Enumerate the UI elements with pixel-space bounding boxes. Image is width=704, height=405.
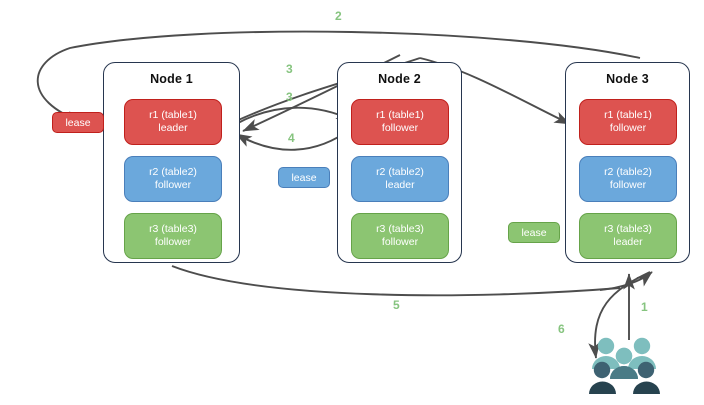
step-label-3a: 3 bbox=[286, 62, 293, 76]
node-3-container[interactable]: Node 3 r1 (table1) follower r2 (table2) … bbox=[565, 62, 690, 263]
node-1-replica-r1[interactable]: r1 (table1) leader bbox=[124, 99, 222, 145]
arrow-step-3-bow bbox=[235, 106, 353, 125]
node-1-replica-r1-line1: r1 (table1) bbox=[149, 109, 197, 121]
lease-table1-chip[interactable]: lease bbox=[52, 112, 104, 133]
node-2-replica-r1-line1: r1 (table1) bbox=[376, 109, 424, 121]
node-1-replica-r2[interactable]: r2 (table2) follower bbox=[124, 156, 222, 202]
node-1-replica-r3-line2: follower bbox=[154, 236, 192, 248]
node-1-replica-r3-line1: r3 (table3) bbox=[149, 223, 197, 235]
node-3-replica-r2-line2: follower bbox=[609, 179, 647, 191]
node-1-container[interactable]: Node 1 r1 (table1) leader r2 (table2) fo… bbox=[103, 62, 240, 263]
node-2-replica-r3-line2: follower bbox=[381, 236, 419, 248]
node-3-replica-r1-line1: r1 (table1) bbox=[604, 109, 652, 121]
node-1-replica-r2-line2: follower bbox=[154, 179, 192, 191]
node-3-replica-r3-line1: r3 (table3) bbox=[604, 223, 652, 235]
node-3-replica-r2[interactable]: r2 (table2) follower bbox=[579, 156, 677, 202]
arrow-step-5-head bbox=[599, 271, 653, 291]
users-icon-svg bbox=[589, 337, 660, 394]
step-label-4: 4 bbox=[288, 131, 295, 145]
arrow-step-5 bbox=[171, 265, 621, 297]
users-icon bbox=[586, 334, 666, 396]
step-label-3b: 3 bbox=[286, 90, 293, 104]
node-3-replica-r1-line2: follower bbox=[609, 122, 647, 134]
node-2-replica-r1-line2: follower bbox=[381, 122, 419, 134]
node-1-replica-r3[interactable]: r3 (table3) follower bbox=[124, 213, 222, 259]
node-3-replica-r3-line2: leader bbox=[613, 236, 643, 248]
node-1-title: Node 1 bbox=[150, 72, 193, 86]
node-3-replica-r1[interactable]: r1 (table1) follower bbox=[579, 99, 677, 145]
step-label-6: 6 bbox=[558, 322, 565, 336]
node-2-replica-r2-line1: r2 (table2) bbox=[376, 166, 424, 178]
step-label-1: 1 bbox=[641, 300, 648, 314]
node-2-replica-r3[interactable]: r3 (table3) follower bbox=[351, 213, 449, 259]
node-3-replica-r2-line1: r2 (table2) bbox=[604, 166, 652, 178]
lease-table3-chip[interactable]: lease bbox=[508, 222, 560, 243]
step-label-2: 2 bbox=[335, 9, 342, 23]
node-1-replica-r1-line2: leader bbox=[158, 122, 188, 134]
node-1-replica-r2-line1: r2 (table2) bbox=[149, 166, 197, 178]
node-3-replica-r3[interactable]: r3 (table3) leader bbox=[579, 213, 677, 259]
node-2-title: Node 2 bbox=[378, 72, 421, 86]
step-label-5: 5 bbox=[393, 298, 400, 312]
node-2-replica-r1[interactable]: r1 (table1) follower bbox=[351, 99, 449, 145]
node-2-replica-r3-line1: r3 (table3) bbox=[376, 223, 424, 235]
lease-table2-chip[interactable]: lease bbox=[278, 167, 330, 188]
node-2-container[interactable]: Node 2 r1 (table1) follower r2 (table2) … bbox=[337, 62, 462, 263]
node-3-title: Node 3 bbox=[606, 72, 649, 86]
node-2-replica-r2-line2: leader bbox=[385, 179, 415, 191]
node-2-replica-r2[interactable]: r2 (table2) leader bbox=[351, 156, 449, 202]
